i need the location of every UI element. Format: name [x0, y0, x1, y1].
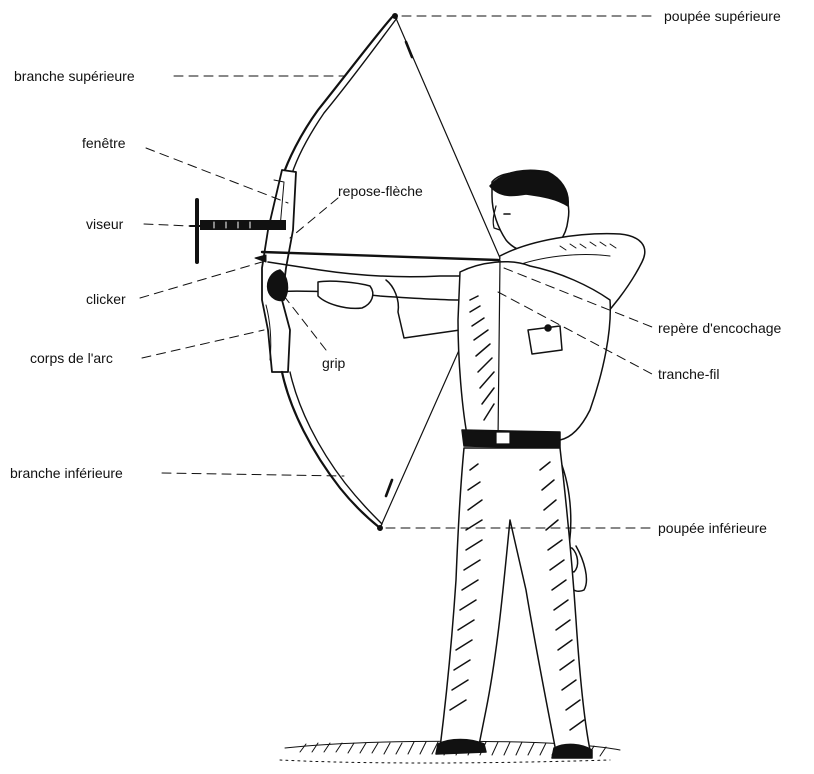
arrow [255, 252, 498, 262]
label-corps-arc: corps de l'arc [30, 350, 113, 366]
label-fenetre: fenêtre [82, 135, 126, 151]
leader-fenetre [146, 148, 288, 203]
label-repere-encochage: repère d'encochage [658, 320, 781, 336]
leader-clicker [140, 262, 262, 298]
leader-viseur [144, 224, 190, 226]
label-branche-superieure: branche supérieure [14, 68, 135, 84]
leader-branche-inferieure [162, 473, 344, 476]
label-repose-fleche: repose-flèche [338, 183, 423, 199]
leader-corps-arc [142, 330, 264, 358]
label-poupee-superieure: poupée supérieure [664, 8, 781, 24]
label-poupee-inferieure: poupée inférieure [658, 520, 767, 536]
label-grip: grip [322, 355, 345, 371]
label-viseur: viseur [86, 216, 123, 232]
label-tranche-fil: tranche-fil [658, 366, 719, 382]
label-clicker: clicker [86, 291, 126, 307]
leader-repose-fleche [290, 198, 338, 238]
label-branche-inferieure: branche inférieure [10, 465, 123, 481]
